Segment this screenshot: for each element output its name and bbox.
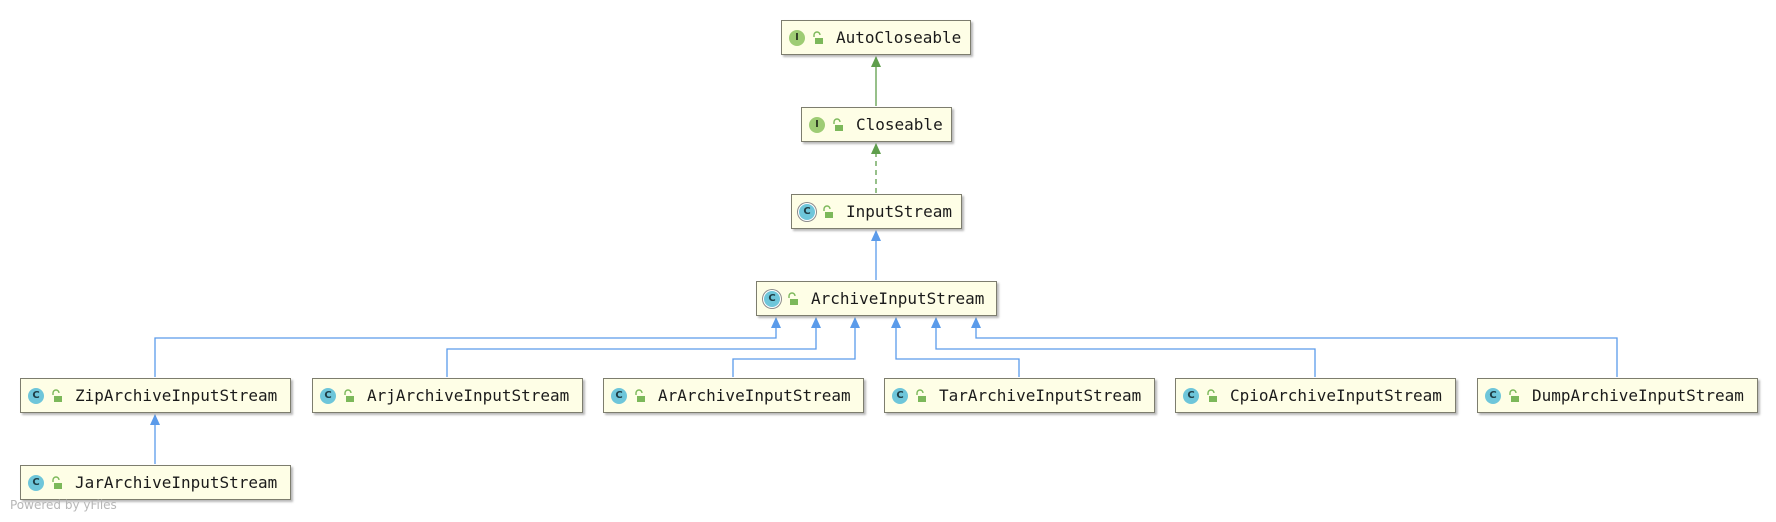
class-icon: C <box>1183 387 1199 404</box>
edge-arrowhead <box>150 414 160 425</box>
class-node-autocloseable[interactable]: I AutoCloseable <box>781 20 971 55</box>
interface-icon: I <box>789 29 805 46</box>
class-icon: C <box>28 474 44 491</box>
class-icon: C <box>611 387 627 404</box>
public-unlocked-icon <box>344 388 354 402</box>
node-label: ArArchiveInputStream <box>658 386 851 405</box>
powered-by-footer: Powered by yFiles <box>10 498 117 512</box>
class-node-inputstream[interactable]: C InputStream <box>791 194 962 229</box>
public-unlocked-icon <box>823 204 833 218</box>
node-label: ArjArchiveInputStream <box>367 386 570 405</box>
class-icon: C <box>320 387 336 404</box>
abstract-class-icon: C <box>799 203 815 220</box>
node-label: DumpArchiveInputStream <box>1532 386 1744 405</box>
edge-ar-archive <box>732 327 856 377</box>
node-label: JarArchiveInputStream <box>75 473 278 492</box>
node-label: InputStream <box>846 202 952 221</box>
class-node-jararchiveinputstream[interactable]: C JarArchiveInputStream <box>20 465 291 500</box>
public-unlocked-icon <box>916 388 926 402</box>
class-node-tararchiveinputstream[interactable]: C TarArchiveInputStream <box>884 378 1155 413</box>
public-unlocked-icon <box>813 30 823 44</box>
class-icon: C <box>28 387 44 404</box>
class-node-dumparchiveinputstream[interactable]: C DumpArchiveInputStream <box>1477 378 1758 413</box>
class-node-closeable[interactable]: I Closeable <box>801 107 952 142</box>
edge-arrowhead <box>771 317 781 328</box>
edge-arrowhead <box>971 317 981 328</box>
node-label: TarArchiveInputStream <box>939 386 1142 405</box>
interface-icon: I <box>809 116 825 133</box>
public-unlocked-icon <box>833 117 843 131</box>
edge-dump-archive <box>975 327 1618 377</box>
public-unlocked-icon <box>788 291 798 305</box>
class-node-cpioarchiveinputstream[interactable]: C CpioArchiveInputStream <box>1175 378 1456 413</box>
edge-arrowhead <box>811 317 821 328</box>
public-unlocked-icon <box>1207 388 1217 402</box>
edge-arrowhead <box>850 317 860 328</box>
class-node-arjarchiveinputstream[interactable]: C ArjArchiveInputStream <box>312 378 583 413</box>
abstract-class-icon: C <box>764 290 780 307</box>
edge-arrowhead <box>871 143 881 154</box>
edge-arj-archive <box>446 327 817 377</box>
class-node-ziparchiveinputstream[interactable]: C ZipArchiveInputStream <box>20 378 291 413</box>
class-node-archiveinputstream[interactable]: C ArchiveInputStream <box>756 281 997 316</box>
node-label: ArchiveInputStream <box>811 289 985 308</box>
edge-zip-archive <box>154 327 777 377</box>
edge-cpio-archive <box>935 327 1316 377</box>
edge-tar-archive <box>895 327 1020 377</box>
class-icon: C <box>892 387 908 404</box>
public-unlocked-icon <box>635 388 645 402</box>
edge-arrowhead <box>891 317 901 328</box>
node-label: CpioArchiveInputStream <box>1230 386 1442 405</box>
node-label: ZipArchiveInputStream <box>75 386 278 405</box>
public-unlocked-icon <box>1509 388 1519 402</box>
class-icon: C <box>1485 387 1501 404</box>
public-unlocked-icon <box>52 475 62 489</box>
node-label: Closeable <box>856 115 943 134</box>
edge-arrowhead <box>871 56 881 67</box>
class-node-ararchiveinputstream[interactable]: C ArArchiveInputStream <box>603 378 864 413</box>
node-label: AutoCloseable <box>836 28 962 47</box>
edge-arrowhead <box>871 230 881 241</box>
edge-arrowhead <box>931 317 941 328</box>
public-unlocked-icon <box>52 388 62 402</box>
